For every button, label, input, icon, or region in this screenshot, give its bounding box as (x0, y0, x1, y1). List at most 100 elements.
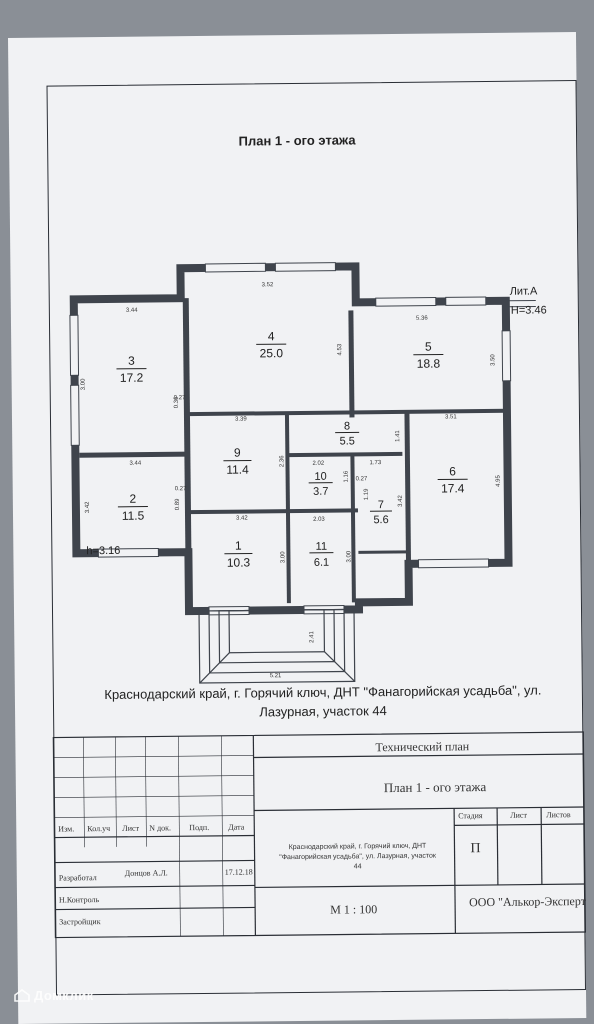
porch-step (218, 609, 336, 664)
dimension-label: 4.95 (496, 475, 502, 487)
company: ООО "Алькор-Эксперт (469, 893, 587, 910)
window (97, 547, 159, 558)
razrabotal-date: 17.12.18 (224, 867, 253, 877)
dimension-label: 3.42 (398, 495, 404, 507)
window (375, 297, 437, 307)
address: Краснодарский край, г. Горячий ключ, ДНТ… (55, 680, 591, 724)
dimension-label: 5.21 (270, 673, 282, 679)
window (501, 330, 512, 382)
room-11: 11 6.1 (309, 541, 334, 569)
room-number: 10 (314, 471, 326, 483)
room-area: 18.8 (417, 356, 441, 370)
stadiya-label: Стадия (458, 811, 483, 821)
inner-wall (358, 550, 409, 554)
inner-wall (287, 451, 403, 458)
dimension-label: 3.00 (280, 551, 286, 563)
room-number: 9 (234, 446, 241, 460)
dimension-label: 3.42 (236, 516, 248, 522)
room-area: 17.2 (120, 371, 144, 385)
room-4: 4 25.0 (256, 329, 287, 360)
dimension-label: 3.39 (235, 417, 247, 423)
listov-label: Листов (546, 810, 571, 820)
razrabotal-name: Донцов А.Л. (124, 868, 168, 878)
watermark-text: Домклик (34, 988, 94, 1003)
dimension-label: 3.44 (126, 308, 138, 314)
room-number: 2 (129, 492, 136, 506)
stamp-header: Технический план (375, 739, 470, 755)
scale: М 1 : 100 (330, 902, 378, 917)
room-area: 5.6 (373, 514, 388, 526)
room-area: 3.7 (313, 486, 328, 498)
lit-label: Лит.А (510, 285, 538, 297)
room-1: 1 10.3 (224, 539, 253, 570)
dimension-label: 0.36 (174, 396, 180, 408)
porch-step (228, 609, 326, 654)
height-local-label: h=3.16 (86, 545, 120, 557)
dimension-label: 3.52 (262, 282, 274, 288)
dimension-label: 0.27 (356, 476, 368, 482)
dimension-label: 4.53 (337, 343, 343, 355)
stamp-sheet-title: План 1 - ого этажа (383, 779, 487, 796)
window (69, 314, 80, 376)
col-data: Дата (228, 822, 245, 832)
col-ndok: N док. (149, 823, 172, 833)
height-main-label: H=3.46 (511, 304, 547, 316)
col-list: Лист (122, 823, 140, 833)
document-sheet: План 1 - ого этажа (8, 32, 587, 1024)
window (274, 262, 336, 272)
dimension-label: 3.00 (346, 550, 352, 562)
inner-wall (350, 454, 356, 603)
watermark: Домклик (14, 988, 94, 1003)
inner-wall (187, 508, 358, 515)
list-label: Лист (510, 810, 527, 820)
floor-plan-drawing: Лит.А H=3.46 h=3.16 3 17.2 4 25.0 5 (69, 262, 547, 684)
dimension-label: 3.50 (490, 354, 496, 366)
dimension-label: 2.03 (313, 517, 325, 523)
row-n-kontrol: Н.Контроль (58, 895, 100, 905)
room-area: 11.4 (226, 462, 249, 476)
dimension-label: 2.36 (279, 455, 285, 467)
col-kol: Кол.уч (87, 823, 111, 834)
room-area: 5.5 (340, 435, 355, 447)
window (417, 558, 490, 569)
room-area: 10.3 (227, 555, 251, 569)
dimension-label: 3.00 (81, 378, 87, 390)
dimension-label: 1.16 (344, 470, 350, 482)
window (70, 384, 80, 446)
room-number: 5 (425, 340, 432, 354)
floor-plan: Лит.А H=3.46 h=3.16 3 17.2 4 25.0 5 (65, 250, 547, 695)
inner-wall (284, 413, 291, 604)
inner-wall (186, 408, 507, 417)
stamp-address: Краснодарский край, г. Горячий ключ, ДНТ… (262, 841, 452, 873)
dimension-label: 1.19 (364, 488, 370, 500)
room-area: 11.5 (122, 509, 145, 523)
room-7: 7 5.6 (369, 499, 392, 526)
dimension-label: 0.27 (175, 486, 187, 492)
room-10: 10 3.7 (308, 471, 333, 498)
inner-wall (79, 451, 188, 458)
room-number: 6 (449, 464, 456, 478)
title-block-grid (52, 731, 586, 939)
dimension-label: 1.73 (369, 460, 381, 466)
dimension-label: 3.42 (85, 501, 91, 513)
row-razrabotal: Разработал (58, 873, 97, 883)
col-podp: Подп. (189, 822, 210, 833)
room-area: 17.4 (441, 481, 465, 495)
room-number: 8 (344, 420, 350, 432)
inner-wall (182, 298, 192, 553)
room-2: 2 11.5 (117, 492, 148, 523)
dimension-label: 1.41 (395, 430, 401, 442)
room-9: 9 11.4 (223, 446, 252, 477)
room-number: 7 (378, 499, 384, 511)
stadiya-value: П (470, 841, 481, 857)
title-block: Технический план План 1 - ого этажа Изм.… (52, 731, 587, 939)
inner-wall (404, 411, 412, 564)
house-icon (14, 989, 30, 1002)
inner-wall (348, 310, 355, 418)
window (445, 296, 487, 306)
room-8: 8 5.5 (335, 420, 360, 448)
stamp-address-line-3: 44 (353, 863, 362, 871)
room-number: 11 (316, 541, 328, 553)
dimension-label: 2.02 (312, 461, 324, 467)
row-zastroyshik: Застройщик (59, 917, 101, 927)
